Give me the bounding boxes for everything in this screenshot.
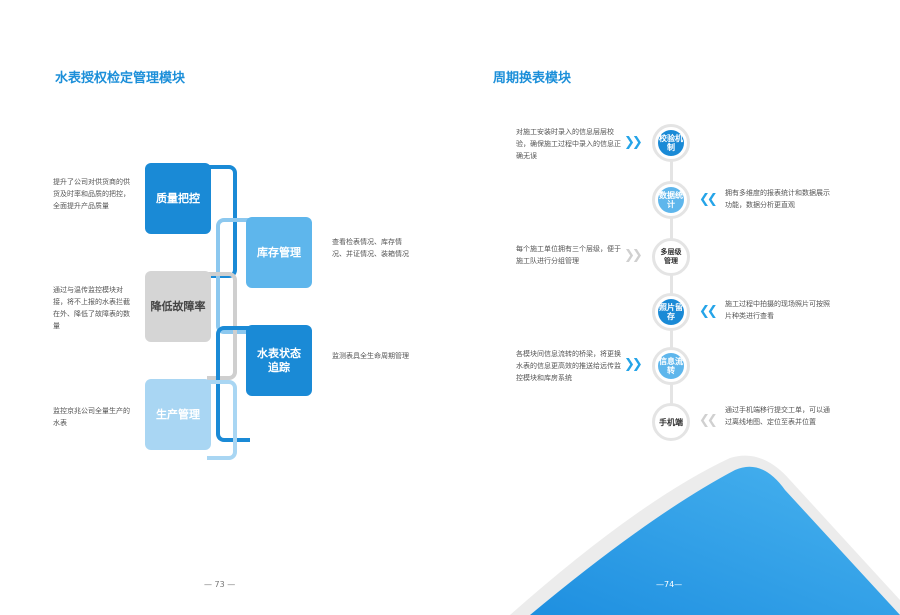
reduce-failure-desc: 通过与温传监控模块对接，将不上报的水表拦截在外、降低了故障表的数量 <box>53 286 130 330</box>
production-desc: 监控京兆公司全量生产的水表 <box>53 407 130 427</box>
chevron-right-icon: ❯❯ <box>624 357 643 372</box>
left-page-title: 水表授权检定管理模块 <box>55 71 186 86</box>
quality-desc: 提升了公司对供货商的供货及时率和品质的把控，全面提升产品质量 <box>53 178 130 210</box>
inventory-desc: 查看检表情况、库存情况、并证情况、装箱情况 <box>332 238 409 258</box>
node-multilevel-label: 多层级管理 <box>658 244 684 270</box>
node-photo-label: 照片留存 <box>658 299 684 325</box>
chevron-left-icon: ❮❮ <box>699 192 718 207</box>
left-page-number: — 73 — <box>204 580 236 589</box>
verification-desc: 对施工安装时录入的信息层层校验，确保施工过程中录入的信息正确无误 <box>516 128 621 160</box>
node-mobile-label: 手机端 <box>658 409 684 435</box>
node-statistics: 数据统计 <box>652 181 690 219</box>
decorative-wedge <box>510 455 900 615</box>
node-verification: 校验机制 <box>652 124 690 162</box>
node-statistics-label: 数据统计 <box>658 187 684 213</box>
chevron-left-icon: ❮❮ <box>699 304 718 319</box>
node-flow-label: 信息流转 <box>658 353 684 379</box>
node-multilevel: 多层级管理 <box>652 238 690 276</box>
reduce-failure-box: 降低故障率 <box>145 271 211 342</box>
photo-desc: 施工过程中拍摄的现场照片可按照片种类进行查看 <box>725 300 830 320</box>
node-flow: 信息流转 <box>652 347 690 385</box>
production-management-box: 生产管理 <box>145 379 211 450</box>
timeline-line <box>670 140 673 430</box>
right-page-number: —74— <box>656 580 683 589</box>
right-page-title: 周期换表模块 <box>493 71 572 86</box>
meter-status-box: 水表状态追踪 <box>246 325 312 396</box>
node-verification-label: 校验机制 <box>658 130 684 156</box>
flow-desc: 各模块间信息流转的桥梁，将更换水表的信息更高效的推送给远传监控模块和库房系统 <box>516 350 621 382</box>
node-mobile: 手机端 <box>652 403 690 441</box>
chevron-right-icon: ❯❯ <box>624 248 643 263</box>
inventory-management-box: 库存管理 <box>246 217 312 288</box>
frame-production <box>207 380 237 460</box>
chevron-right-icon: ❯❯ <box>624 135 643 150</box>
quality-control-box: 质量把控 <box>145 163 211 234</box>
multilevel-desc: 每个施工单位拥有三个层级，便于施工队进行分组管理 <box>516 245 621 265</box>
node-photo: 照片留存 <box>652 293 690 331</box>
mobile-desc: 通过手机端移行提交工单，可以通过离线地图、定位至表并位置 <box>725 406 830 426</box>
chevron-left-icon: ❮❮ <box>699 413 718 428</box>
meter-status-desc: 监测表具全生命周期管理 <box>332 352 409 360</box>
meter-status-label: 水表状态追踪 <box>257 346 301 374</box>
statistics-desc: 拥有多维度的报表统计和数据展示功能，数据分析更直观 <box>725 189 830 209</box>
